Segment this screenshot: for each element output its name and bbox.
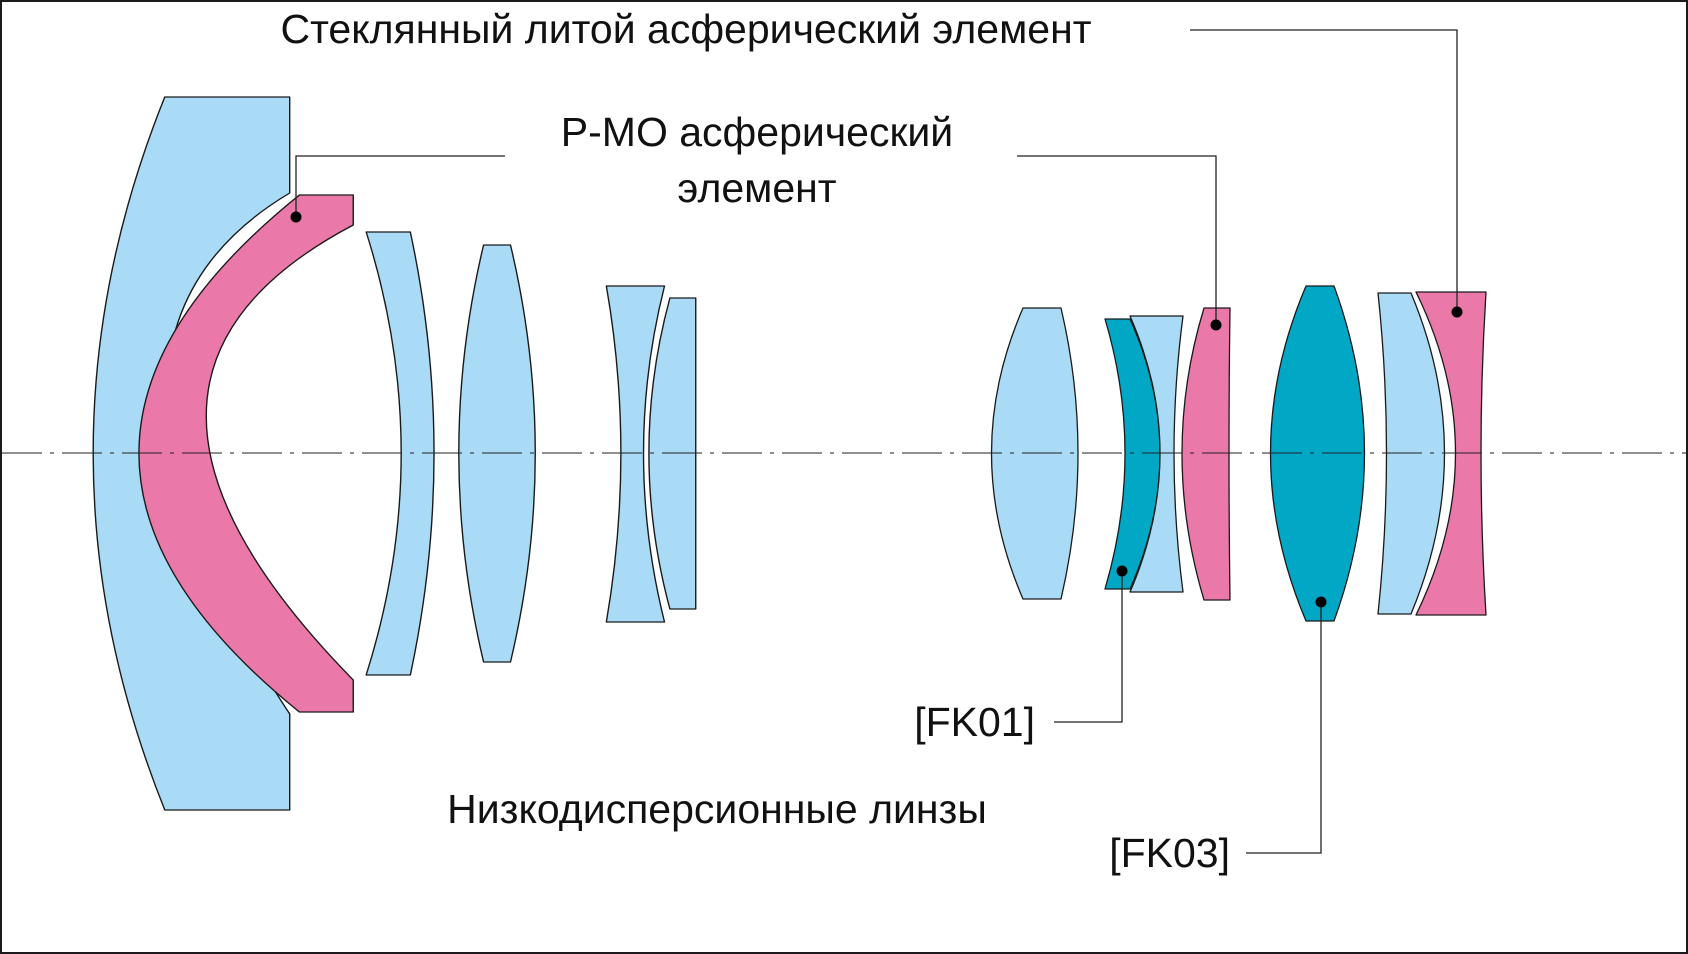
label-pmo-aspherical-line2: элемент — [677, 165, 836, 211]
lens-rear-pmo-aspherical — [1181, 307, 1231, 601]
label-low-dispersion: Низкодисперсионные линзы — [447, 786, 987, 832]
lens-molded-glass-aspherical — [1415, 291, 1487, 616]
lens-front-3 — [365, 231, 435, 676]
leader-pmo-rear — [1017, 155, 1217, 325]
marker-dot-fk03 — [1315, 596, 1327, 608]
label-fk03: [FK03] — [1109, 830, 1230, 876]
label-pmo-aspherical-line1: P-MO асферический — [561, 109, 953, 155]
marker-dot-pmo-rear — [1210, 319, 1222, 331]
lens-rear-3 — [1129, 315, 1184, 593]
leader-fk01 — [1054, 571, 1123, 723]
marker-dot-molded-glass — [1451, 306, 1463, 318]
leader-pmo-front — [295, 155, 505, 217]
marker-dot-pmo-front — [290, 211, 302, 223]
lens-front-5 — [605, 285, 666, 623]
marker-dot-fk01 — [1116, 565, 1128, 577]
lens-pmo-aspherical — [138, 194, 354, 713]
label-molded-glass-aspherical: Стеклянный литой асферический элемент — [280, 6, 1091, 52]
leader-fk03 — [1246, 602, 1322, 854]
lens-fk03 — [1269, 285, 1366, 622]
leader-molded-glass — [1190, 29, 1458, 312]
label-fk01: [FK01] — [914, 699, 1035, 745]
lens-front-meniscus — [92, 96, 291, 811]
